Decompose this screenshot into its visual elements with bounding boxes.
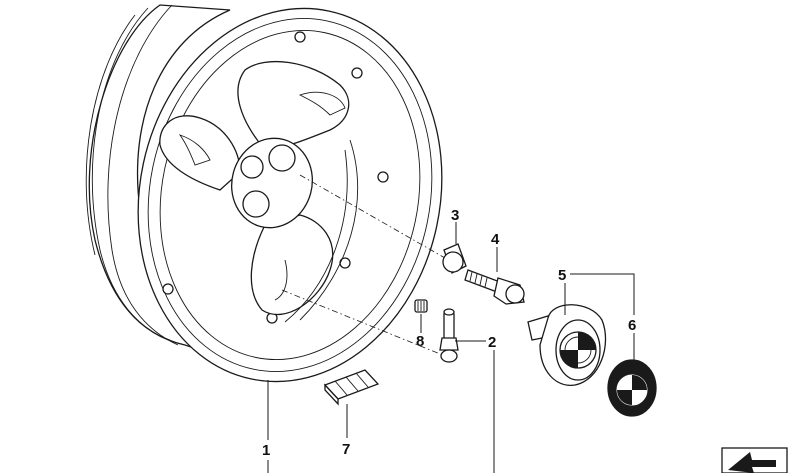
- wheel-assembly[interactable]: [85, 0, 476, 410]
- emblem-badge[interactable]: [607, 359, 657, 417]
- callout-5: 5: [558, 267, 566, 284]
- callout-3: 3: [451, 207, 459, 224]
- balance-weight[interactable]: [323, 369, 380, 406]
- bolt-cap[interactable]: [442, 243, 467, 274]
- callout-6: 6: [628, 317, 636, 334]
- valve-cap[interactable]: [414, 299, 428, 313]
- callout-7: 7: [342, 441, 350, 458]
- wheel-bolt[interactable]: [464, 269, 525, 305]
- leader-5-6: [570, 273, 635, 315]
- valve-stem[interactable]: [439, 308, 459, 363]
- callout-8: 8: [416, 333, 424, 350]
- nav-arrow-icon[interactable]: [721, 447, 788, 473]
- hub-cap[interactable]: [527, 304, 607, 386]
- callout-2: 2: [488, 334, 496, 351]
- callout-1: 1: [262, 442, 270, 459]
- callout-4: 4: [491, 231, 500, 248]
